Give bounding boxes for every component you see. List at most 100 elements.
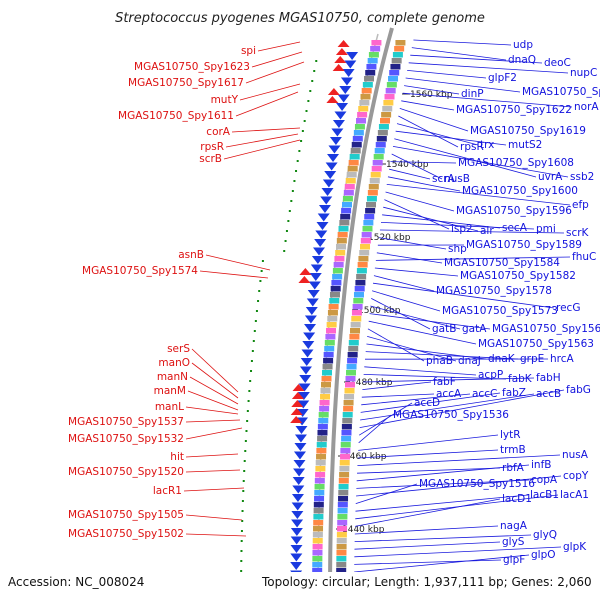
- cog-box: [341, 436, 352, 442]
- gene-label: acpP: [478, 369, 503, 381]
- gc-tick: [283, 250, 286, 252]
- cog-box: [339, 466, 350, 472]
- gene-label: glpF: [503, 554, 525, 566]
- forward-strand-leaders: [183, 41, 305, 537]
- cog-box: [316, 442, 327, 448]
- cog-box: [313, 520, 324, 526]
- forward-leader-line: [185, 533, 247, 537]
- cog-box: [338, 490, 349, 496]
- reverse-leader-line: [391, 153, 443, 180]
- cog-box: [338, 478, 349, 484]
- reverse-gene-arrow: [318, 205, 331, 213]
- cog-box: [332, 268, 343, 274]
- cog-box: [348, 346, 359, 352]
- gene-label: glpF2: [488, 72, 517, 84]
- reverse-gene-arrow: [317, 213, 330, 222]
- gene-label: MGAS10750_Spy1516: [419, 478, 535, 490]
- forward-gene-arrow: [327, 88, 340, 95]
- forward-leader-line: [185, 469, 241, 473]
- cog-box: [315, 466, 326, 472]
- cog-box: [336, 244, 347, 250]
- forward-leader-line: [191, 362, 239, 399]
- forward-strand-labels: spi MGAS10750_Spy1623 MGAS10750_Spy1617 …: [68, 45, 256, 540]
- forward-gene-arrow: [326, 96, 339, 103]
- gene-label: dnaK: [488, 353, 516, 365]
- reverse-gene-arrow: [296, 409, 309, 417]
- cog-box: [358, 256, 369, 262]
- cog-box: [356, 118, 367, 124]
- gene-label: lacB1: [530, 489, 559, 501]
- cog-box: [339, 460, 350, 466]
- reverse-gene-arrow: [291, 494, 304, 502]
- gc-tick: [240, 540, 243, 542]
- gene-label: grpE: [520, 353, 544, 365]
- cog-box: [345, 376, 356, 382]
- gene-label: glyQ: [533, 529, 557, 541]
- gc-tick: [295, 170, 298, 172]
- cog-box: [392, 52, 403, 58]
- cog-box: [371, 40, 382, 46]
- reverse-gene-arrow: [339, 86, 352, 94]
- cog-box: [353, 292, 364, 298]
- cog-box: [358, 106, 369, 112]
- forward-leader-line: [183, 487, 245, 492]
- cog-box: [327, 316, 338, 322]
- reverse-gene-arrow: [331, 128, 344, 137]
- reverse-gene-arrow: [329, 137, 342, 145]
- cog-box: [342, 202, 353, 208]
- reverse-leader-line: [359, 389, 565, 428]
- cog-box: [332, 274, 343, 280]
- reverse-gene-arrow: [322, 179, 335, 188]
- cog-box: [353, 298, 364, 304]
- gc-tick: [290, 200, 293, 202]
- cog-box: [356, 274, 367, 280]
- kbp-label: 1440 kbp: [342, 525, 385, 535]
- gc-tick: [261, 260, 264, 262]
- reverse-gene-arrow: [305, 307, 318, 315]
- gene-label: gatA: [462, 323, 487, 335]
- forward-leader-line: [187, 390, 239, 411]
- reverse-gene-arrow: [299, 375, 312, 383]
- reverse-leader-line: [376, 252, 443, 264]
- forward-leader-line: [185, 453, 239, 458]
- cog-box: [337, 526, 348, 532]
- reverse-leader-line: [407, 70, 487, 79]
- reverse-gene-arrow: [315, 230, 328, 239]
- gene-label: MGAS10750_Spy1563: [478, 338, 594, 350]
- cog-box: [333, 262, 344, 268]
- reverse-leader-line: [363, 374, 507, 380]
- gene-label: rpsR: [200, 141, 224, 153]
- cog-box: [361, 232, 372, 238]
- cog-box: [349, 154, 360, 160]
- reverse-gene-arrow: [342, 69, 355, 77]
- gene-label: dnaJ: [458, 355, 481, 367]
- gene-label: copA: [531, 474, 558, 486]
- genome-backbone: [328, 27, 394, 600]
- reverse-gene-arrow: [290, 553, 303, 562]
- reverse-gene-arrow: [314, 239, 327, 247]
- cog-box: [335, 250, 346, 256]
- gene-label: deoC: [544, 57, 571, 69]
- gene-label: manN: [157, 371, 188, 383]
- reverse-leader-line: [379, 229, 565, 234]
- reverse-leader-line: [395, 130, 507, 146]
- reverse-leader-line: [357, 454, 561, 466]
- cog-box: [350, 328, 361, 334]
- gc-tick: [240, 550, 243, 552]
- cog-box: [386, 82, 397, 88]
- gene-label: nusB: [444, 173, 470, 185]
- gc-tick: [240, 530, 243, 532]
- gc-tick: [246, 410, 249, 412]
- cog-box: [336, 556, 347, 562]
- cog-box: [352, 136, 363, 142]
- gene-label: fabH: [536, 372, 561, 384]
- cog-box: [315, 460, 326, 466]
- cog-box: [313, 502, 324, 508]
- cog-box: [363, 220, 374, 226]
- cog-box: [314, 478, 325, 484]
- cog-box: [373, 154, 384, 160]
- gene-label: scrK: [566, 227, 590, 239]
- reverse-leader-line: [373, 275, 435, 292]
- cog-box: [313, 508, 324, 514]
- forward-leader-line: [239, 83, 301, 101]
